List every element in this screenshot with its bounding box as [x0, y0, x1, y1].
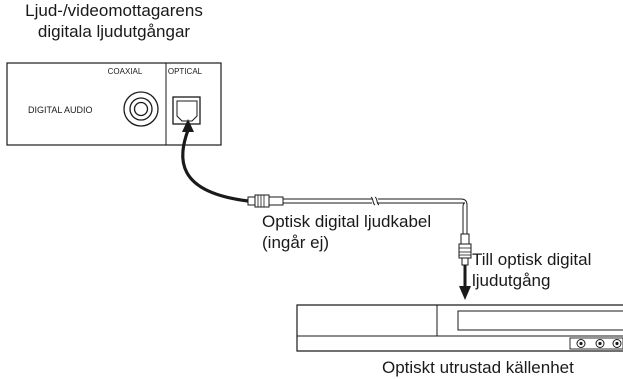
output-label-line1: Till optisk digital — [472, 250, 592, 269]
disc-tray-slot — [457, 310, 623, 331]
source-device-label: Optiskt utrustad källenhet — [382, 358, 574, 377]
left-plug-icon — [247, 194, 284, 208]
receiver-outputs-label: Ljud-/videomottagarens digitala ljudutgå… — [0, 0, 228, 42]
bottom-plug-icon — [458, 233, 472, 266]
source-device-body — [296, 304, 623, 352]
receiver-label-line1: Ljud-/videomottagarens — [25, 1, 203, 20]
coaxial-jack-icon — [123, 91, 159, 127]
output-jacks-icon — [569, 337, 623, 350]
output-label-line2: ljudutgång — [472, 271, 551, 290]
cable-arrow-down-icon — [459, 286, 471, 300]
cable-label: Optisk digital ljudkabel (ingår ej) — [262, 211, 431, 253]
cable-break-icon — [370, 196, 380, 206]
cable-label-line2: (ingår ej) — [262, 233, 330, 252]
cable-curve — [181, 128, 250, 203]
digital-audio-label: DIGITAL AUDIO — [28, 105, 93, 115]
optical-output-label: Till optisk digital ljudutgång — [472, 249, 591, 291]
coaxial-jack-label: COAXIAL — [108, 67, 143, 76]
optical-jack-icon — [172, 96, 201, 125]
optical-jack-label: OPTICAL — [168, 67, 203, 76]
optical-cable — [181, 119, 472, 300]
source-device — [296, 304, 623, 352]
cable-arrow-up-icon — [182, 119, 194, 132]
receiver-label-line2: digitala ljudutgångar — [37, 22, 191, 41]
cable-label-line1: Optisk digital ljudkabel — [262, 212, 432, 231]
receiver-panel: COAXIAL OPTICAL DIGITAL AUDIO — [6, 62, 222, 146]
